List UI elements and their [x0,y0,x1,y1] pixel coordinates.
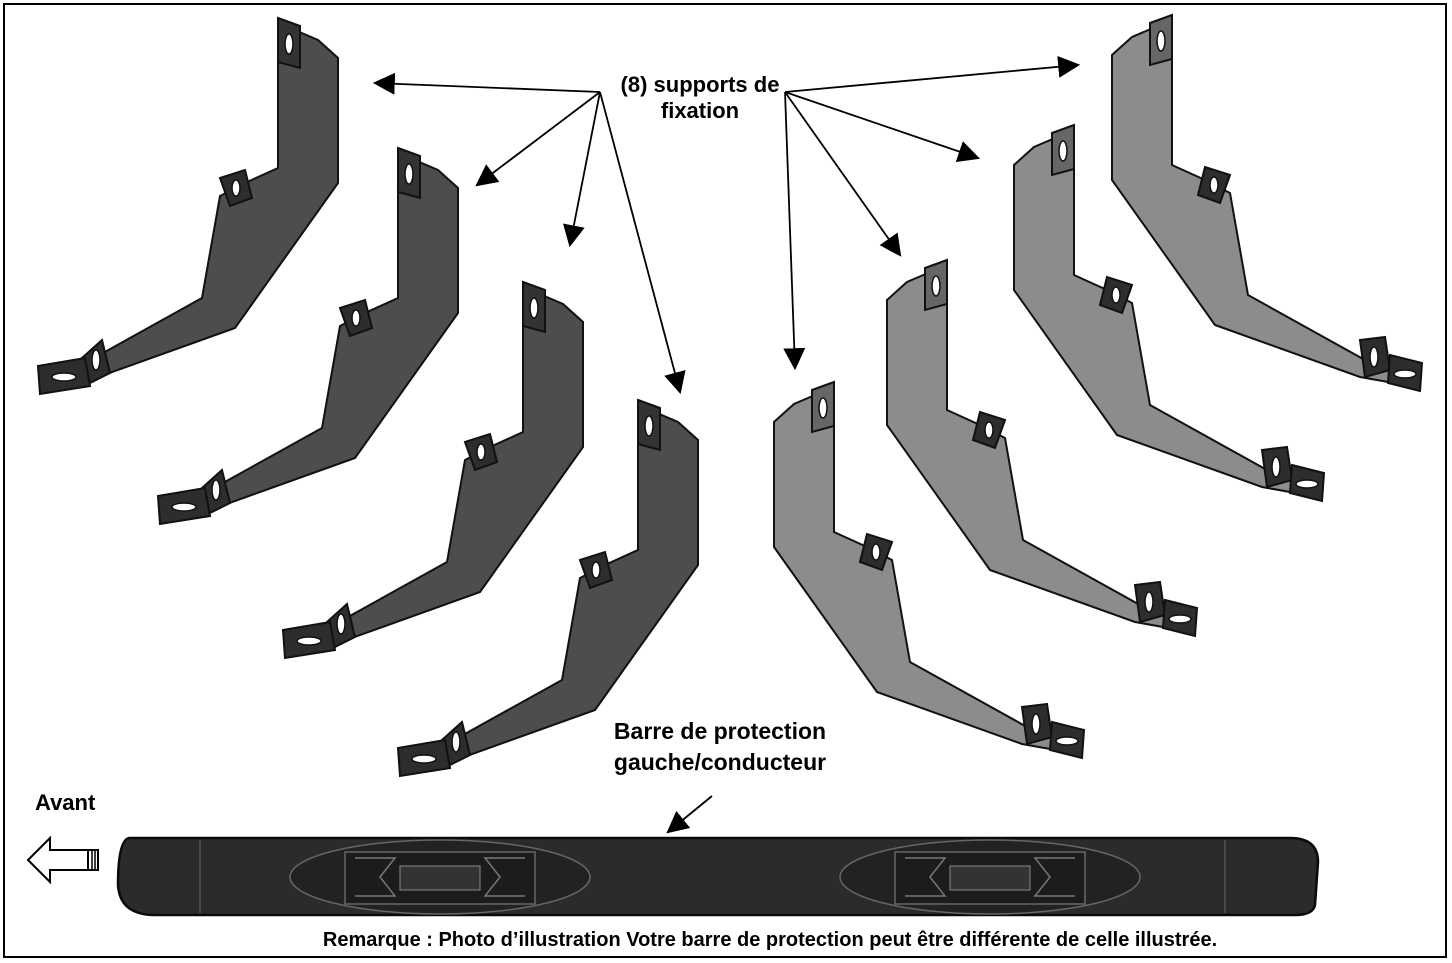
step-pad-left [290,840,590,914]
bar-label: Barre de protection gauche/conducteur [570,716,870,778]
supports-label: (8) supports de fixation [570,72,830,124]
bar-label-line1: Barre de protection [570,716,870,747]
supports-label-line1: (8) supports de [570,72,830,98]
note-text: Remarque : Photo d’illustration Votre ba… [150,928,1390,952]
step-pad-right [840,840,1140,914]
bar-leader [668,796,712,832]
bracket-left-1 [38,18,338,394]
front-direction-arrow [28,838,98,882]
supports-label-line2: fixation [570,98,830,124]
bracket-right-1 [1112,15,1422,391]
running-board-bar [118,838,1318,915]
bar-label-line2: gauche/conducteur [570,747,870,778]
front-label: Avant [35,790,115,816]
